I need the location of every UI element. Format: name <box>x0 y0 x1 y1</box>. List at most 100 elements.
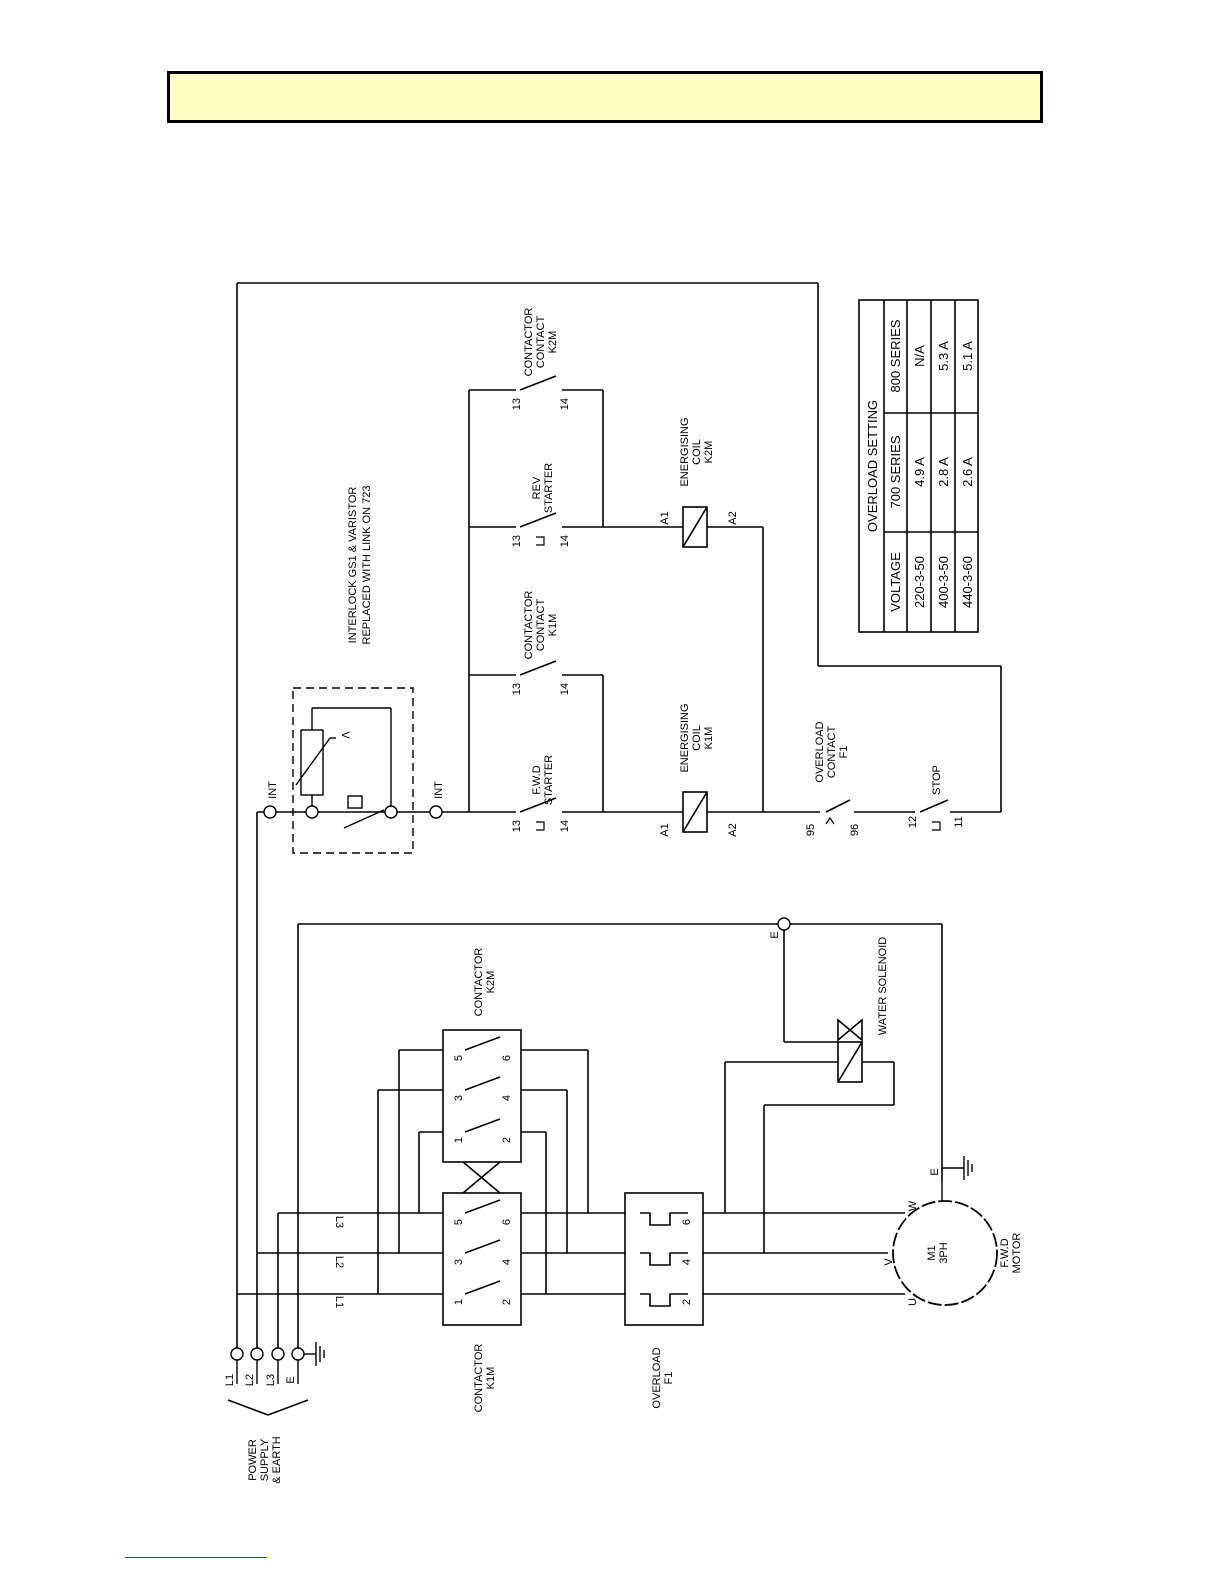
water-solenoid <box>784 1018 863 1083</box>
contact-number: 1 <box>453 1299 465 1305</box>
interlock-box <box>292 687 414 854</box>
energising-coil-k2m-label: ENERGISING <box>679 417 691 486</box>
terminal-13-label: 13 <box>511 398 523 410</box>
terminal-12-label: 12 <box>907 816 919 828</box>
supply-terminals <box>230 1342 325 1384</box>
rev-starter-label: REV <box>531 476 543 499</box>
supply-terminal-label: E <box>285 1376 297 1383</box>
motor-name-label: M1 <box>926 1245 938 1260</box>
motor-caption-label: MOTOR <box>1011 1233 1023 1274</box>
terminal-14-label: 14 <box>559 683 571 695</box>
interlock-note: REPLACED WITH LINK ON 723 <box>361 486 373 645</box>
contactor-contact-k1m-label: K1M <box>547 614 559 637</box>
contactor-k1m-label: CONTACTOR <box>473 1344 485 1413</box>
terminal-13-label: 13 <box>511 820 523 832</box>
terminal-13-label: 13 <box>511 683 523 695</box>
fwd-starter-label: STARTER <box>543 755 555 805</box>
push-button-symbols <box>536 536 941 831</box>
table-cell: 5.1 A <box>960 341 975 371</box>
contact-number: 5 <box>453 1055 465 1061</box>
varistor-tag: V <box>339 731 351 739</box>
table-title: OVERLOAD SETTING <box>865 400 880 532</box>
earth-node <box>777 917 791 931</box>
power-supply-label: & EARTH <box>271 1436 283 1484</box>
energising-coil-k1m-label: ENERGISING <box>679 703 691 772</box>
contact-number: 1 <box>453 1137 465 1143</box>
control-wiring <box>257 375 1001 813</box>
coil-a1-label: A1 <box>659 823 671 836</box>
coil-a1-label: A1 <box>659 511 671 524</box>
footnote-rule <box>125 1557 267 1558</box>
power-wiring <box>227 282 1002 1416</box>
line-tag-l2: L2 <box>333 1256 345 1268</box>
stop-label: STOP <box>931 765 943 795</box>
int-tag-right: INT <box>433 781 445 799</box>
contact-number: 2 <box>501 1299 513 1305</box>
overload-contact-label: OVERLOAD <box>814 721 826 782</box>
contact-number: 3 <box>453 1095 465 1101</box>
interlock-note: INTERLOCK GS1 & VARISTOR <box>347 487 359 644</box>
contact-number: 6 <box>501 1219 513 1225</box>
terminal-14-label: 14 <box>559 398 571 410</box>
coil-a2-label: A2 <box>727 823 739 836</box>
supply-terminal-label: L3 <box>265 1374 277 1386</box>
table-cell: 5.3 A <box>936 341 951 371</box>
table-header: VOLTAGE <box>888 552 903 612</box>
overload-contact-label: CONTACT <box>826 726 838 779</box>
motor-caption-label: F.W.D <box>999 1238 1011 1267</box>
terminal-95-label: 95 <box>805 824 817 836</box>
motor-terminal-u: U <box>907 1298 919 1306</box>
overload-table <box>858 299 979 633</box>
contactor-k2m-label: CONTACTOR <box>473 948 485 1017</box>
power-supply-label: SUPPLY <box>259 1438 271 1481</box>
int-tag-left: INT <box>267 781 279 799</box>
table-header: 800 SERIES <box>888 319 903 392</box>
contactor-contact-k2m-label: CONTACTOR <box>523 308 535 377</box>
motor-terminal-e: E <box>929 1168 941 1175</box>
contactor-k2m-label: K2M <box>485 971 497 994</box>
contactor-k1m <box>442 1192 522 1326</box>
table-cell: 2.6 A <box>960 457 975 487</box>
terminal-14-label: 14 <box>559 535 571 547</box>
energising-coil-k1m-label: K1M <box>703 727 715 750</box>
table-cell: 400-3-50 <box>936 556 951 608</box>
coil-a2-label: A2 <box>727 511 739 524</box>
contact-number: 4 <box>501 1259 513 1265</box>
table-cell: 2.8 A <box>936 457 951 487</box>
contact-number: 3 <box>453 1259 465 1265</box>
table-cell: 4.9 A <box>912 457 927 487</box>
line-tag-l1: L1 <box>333 1296 345 1308</box>
table-cell: 220-3-50 <box>912 556 927 608</box>
control-nodes <box>263 805 443 819</box>
supply-terminal-label: L1 <box>224 1374 236 1386</box>
contact-number: 2 <box>501 1137 513 1143</box>
energising-coil-k2m-label: K2M <box>703 441 715 464</box>
motor-terminal-v: V <box>883 1258 895 1266</box>
table-header: 700 SERIES <box>888 435 903 508</box>
contactor-contact-k1m-label: CONTACTOR <box>523 591 535 660</box>
table-cell: 440-3-60 <box>960 556 975 608</box>
motor-earth-symbol <box>941 1156 973 1201</box>
contactor-contact-k2m-label: CONTACT <box>535 316 547 369</box>
power-supply-label: POWER <box>247 1439 259 1481</box>
contact-number: 4 <box>681 1259 693 1265</box>
supply-terminal-label: L2 <box>244 1374 256 1386</box>
earth-tag-label: E <box>769 931 781 938</box>
terminal-96-label: 96 <box>849 824 861 836</box>
rev-starter-label: STARTER <box>543 463 555 513</box>
contact-number: 6 <box>681 1219 693 1225</box>
contact-number: 4 <box>501 1095 513 1101</box>
line-tag-l3: L3 <box>333 1216 345 1228</box>
motor-name-label: 3PH <box>938 1242 950 1263</box>
energising-coil-k2m-label: COIL <box>691 439 703 465</box>
contact-number: 2 <box>681 1299 693 1305</box>
fwd-starter-label: F.W.D <box>531 765 543 794</box>
terminal-11-label: 11 <box>953 816 965 827</box>
contact-number: 6 <box>501 1055 513 1061</box>
overload-f1-label: F1 <box>663 1372 675 1385</box>
motor-m1 <box>892 1200 998 1306</box>
energising-coils <box>682 506 708 833</box>
terminal-14-label: 14 <box>559 820 571 832</box>
